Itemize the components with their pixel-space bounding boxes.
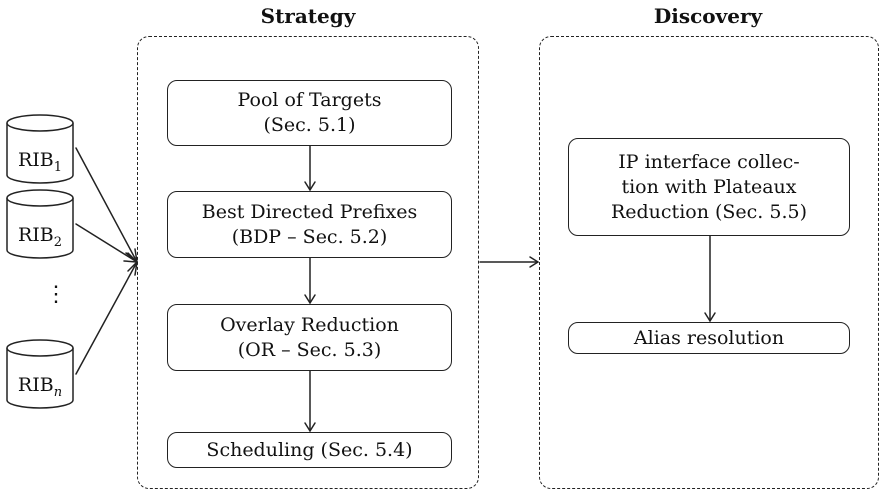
pool-of-targets-box: Pool of Targets (Sec. 5.1) bbox=[167, 80, 452, 146]
rib-n-label: RIBn bbox=[17, 374, 63, 400]
database-cylinder-icon bbox=[6, 339, 74, 409]
scheduling-label: Scheduling (Sec. 5.4) bbox=[206, 438, 413, 461]
overlay-reduction-ref: (OR – Sec. 5.3) bbox=[237, 338, 382, 361]
arrow-ribn-to-strategy bbox=[75, 261, 138, 375]
bdp-box: Best Directed Prefixes (BDP – Sec. 5.2) bbox=[167, 191, 452, 258]
ip-interface-line3: Reduction (Sec. 5.5) bbox=[610, 200, 808, 223]
database-cylinder-icon bbox=[6, 114, 74, 184]
alias-resolution-box: Alias resolution bbox=[568, 322, 850, 354]
rib-2: RIB2 bbox=[5, 188, 75, 260]
pool-of-targets-ref: (Sec. 5.1) bbox=[263, 114, 356, 136]
overlay-reduction-box: Overlay Reduction (OR – Sec. 5.3) bbox=[167, 304, 452, 371]
ip-interface-line1: IP interface collec- bbox=[618, 150, 800, 173]
strategy-title: Strategy bbox=[260, 4, 356, 28]
bdp-ref: (BDP – Sec. 5.2) bbox=[231, 225, 388, 248]
rib-1: RIB1 bbox=[5, 113, 75, 185]
ellipsis: ⋮ bbox=[45, 282, 67, 307]
arrow-rib2-to-strategy bbox=[75, 223, 138, 263]
ip-interface-collection-box: IP interface collec- tion with Plateaux … bbox=[568, 138, 850, 236]
ip-interface-line2: tion with Plateaux bbox=[621, 175, 797, 198]
scheduling-box: Scheduling (Sec. 5.4) bbox=[167, 432, 452, 468]
database-cylinder-icon bbox=[6, 189, 74, 259]
rib-n: RIBn bbox=[5, 338, 75, 410]
discovery-group bbox=[539, 36, 879, 489]
bdp-title: Best Directed Prefixes bbox=[201, 200, 418, 223]
rib-2-label: RIB2 bbox=[17, 224, 63, 250]
discovery-title: Discovery bbox=[653, 4, 763, 28]
overlay-reduction-title: Overlay Reduction bbox=[220, 313, 399, 336]
alias-resolution-label: Alias resolution bbox=[633, 326, 785, 349]
rib-1-label: RIB1 bbox=[17, 149, 63, 175]
pool-of-targets-title: Pool of Targets bbox=[237, 89, 382, 111]
arrow-rib1-to-strategy bbox=[75, 147, 138, 263]
